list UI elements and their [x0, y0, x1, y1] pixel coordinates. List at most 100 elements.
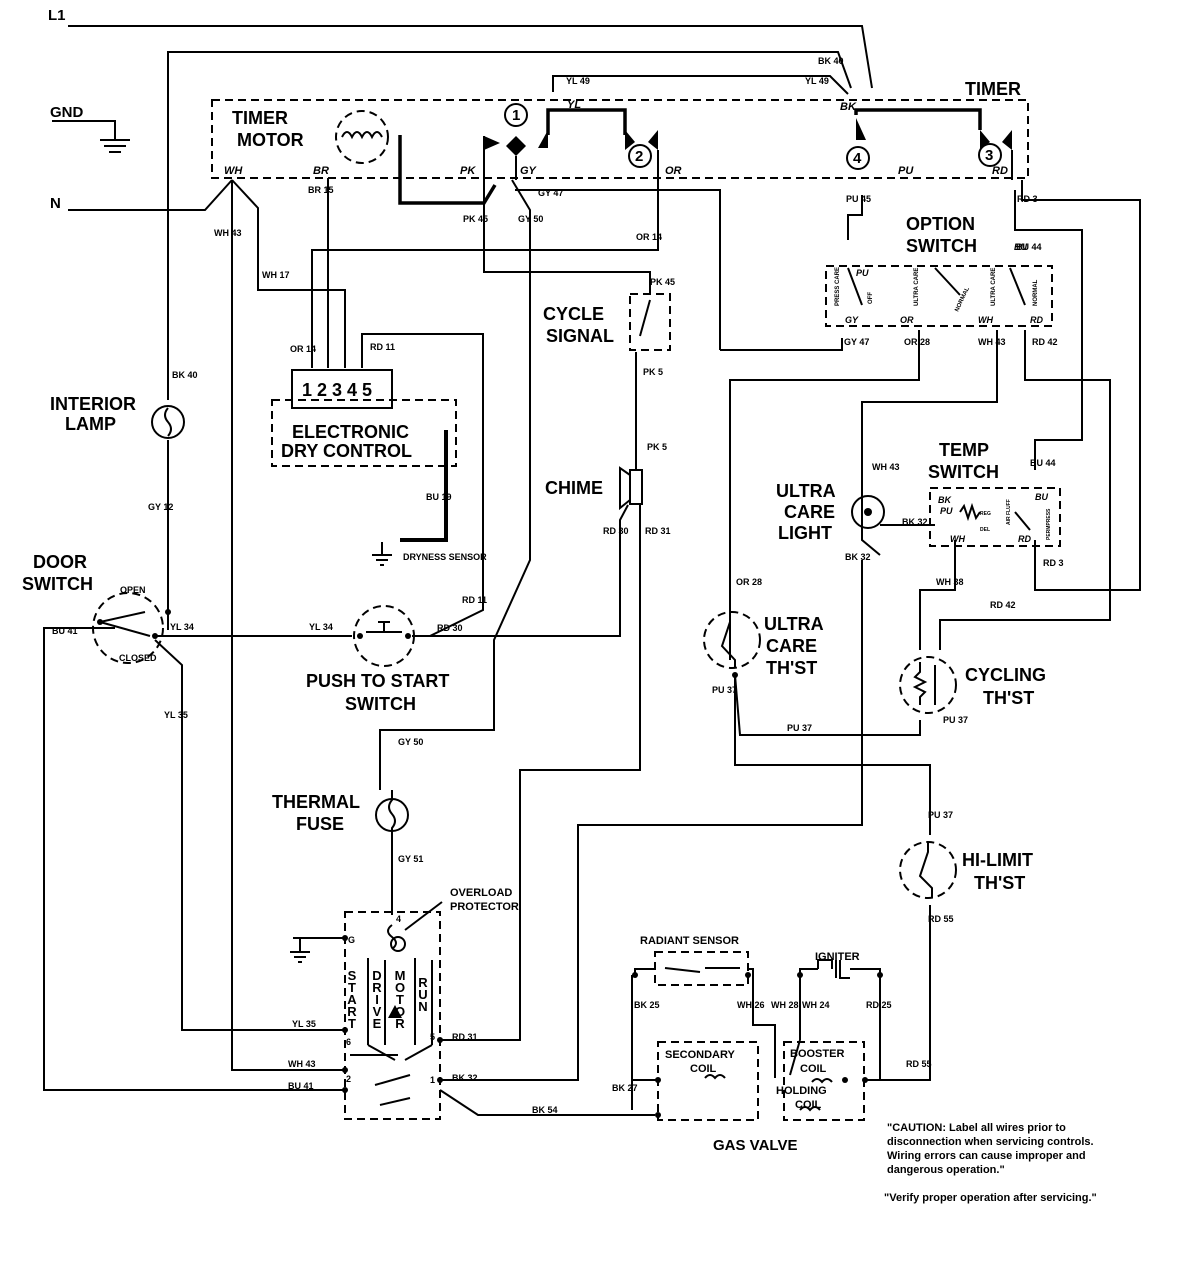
overload-protector-icon — [387, 924, 397, 950]
wire-label-wh17: WH 17 — [262, 270, 290, 280]
cycling-thst-label-2: TH'ST — [983, 688, 1034, 708]
timer-pk-label: PK — [460, 165, 476, 177]
option-gy-label: GY — [845, 315, 859, 325]
timer-motor-label-1: TIMER — [232, 108, 288, 128]
ultra-care-light-label-3: LIGHT — [778, 523, 832, 543]
timer-or-label: OR — [665, 165, 682, 177]
wire-label-rd3-a: RD 3 — [1017, 194, 1038, 204]
cycle-signal-box — [629, 293, 671, 351]
motor-terminal-5: 5 — [430, 1032, 435, 1042]
motor-windings — [367, 958, 433, 1061]
wire-label-bk27: BK 27 — [612, 1083, 638, 1093]
option-pu-label: PU — [856, 268, 869, 278]
wire-label-bk40-top: BK 40 — [818, 56, 844, 66]
edc-terminal-block — [291, 369, 393, 409]
wire-label-bk40-b: BK 40 — [172, 370, 198, 380]
overload-label-2: PROTECTOR — [450, 901, 519, 913]
booster-coil-label-2: COIL — [800, 1063, 827, 1075]
ultra-care-light-label-2: CARE — [784, 502, 835, 522]
wire-label-rd3-b: RD 3 — [1043, 558, 1064, 568]
drive-vertical-label: DRIVE — [370, 968, 385, 1028]
option-press-care-label: PRESS CARE — [835, 267, 841, 306]
option-normal-b-label: NORMAL — [1033, 279, 1039, 306]
motor-switch-contacts — [350, 1054, 411, 1106]
wire-label-bk32-c: BK 32 — [452, 1073, 478, 1083]
drive-motor-box — [344, 911, 441, 1120]
wire-label-rd30-a: RD 30 — [603, 526, 629, 536]
overload-protector-disc — [390, 936, 406, 952]
push-to-start-button — [366, 621, 402, 633]
wire-label-wh43-d: WH 43 — [288, 1059, 316, 1069]
door-switch-contact — [99, 611, 151, 637]
secondary-coil-label-2: COIL — [690, 1063, 717, 1075]
wire-label-gy50-b: GY 50 — [398, 737, 423, 747]
timer-label: TIMER — [965, 79, 1021, 99]
ultra-care-thst-circle — [703, 611, 761, 669]
temp-air-fluff-label: AIR FLUFF — [1006, 499, 1012, 525]
thermal-fuse-label-2: FUSE — [296, 814, 344, 834]
radiant-sensor-label: RADIANT SENSOR — [640, 935, 739, 947]
timer-motor-icon — [335, 110, 389, 164]
option-normal-a-label: NORMAL — [954, 286, 971, 313]
temp-switch-label-1: TEMP — [939, 440, 989, 460]
wire-label-rd30-b: RD 30 — [437, 623, 463, 633]
hi-limit-contact — [918, 842, 933, 898]
cycle-signal-label-1: CYCLE — [543, 304, 604, 324]
motor-switch-arrow — [388, 1005, 402, 1018]
timer-yl-label: YL — [567, 99, 581, 111]
option-or-label: OR — [900, 315, 914, 325]
cycling-thst-label-1: CYCLING — [965, 665, 1046, 685]
secondary-coil-label-1: SECONDARY — [665, 1049, 736, 1061]
ultra-care-thst-label-2: CARE — [766, 636, 817, 656]
radiant-sensor-box — [654, 951, 749, 986]
door-switch-circle — [92, 592, 164, 664]
motor-terminal-6: 6 — [346, 1037, 351, 1047]
timer-br-label: BR — [313, 165, 329, 177]
booster-coil-label-1: BOOSTER — [790, 1048, 844, 1060]
junction-dots — [97, 609, 883, 1118]
timer-contact-4-label: 4 — [853, 150, 862, 167]
motor-terminal-4: 4 — [396, 914, 401, 924]
wire-label-rd31-a: RD 31 — [645, 526, 671, 536]
wire-label-bk32-a: BK 32 — [902, 517, 928, 527]
option-ultra-care-b-label: ULTRA CARE — [991, 268, 997, 306]
wire-label-bu41-b: BU 41 — [288, 1081, 314, 1091]
wire-label-wh38: WH 38 — [936, 577, 964, 587]
wire-label-pu37-c: PU 37 — [943, 715, 968, 725]
wire-label-yl35-b: YL 35 — [292, 1019, 316, 1029]
timer-rd-label: RD — [992, 165, 1008, 177]
option-wh-label: WH — [978, 315, 993, 325]
wire-label-bk32-b: BK 32 — [845, 552, 871, 562]
ultra-care-light-label-1: ULTRA — [776, 481, 836, 501]
wires — [43, 25, 1141, 1116]
temp-switch-box — [929, 487, 1061, 547]
motor-vertical-labels: START DRIVE MOTOR RUN — [345, 968, 431, 1028]
lamp-filament-icon — [164, 407, 172, 437]
wire-label-bu19: BU 19 — [426, 492, 452, 502]
caution-line-2: disconnection when servicing controls. — [887, 1136, 1094, 1148]
gas-valve-coils — [704, 1074, 833, 1112]
option-ultra-care-a-label: ULTRA CARE — [914, 268, 920, 306]
igniter-label: IGNITER — [815, 951, 860, 963]
door-switch-label-1: DOOR — [33, 552, 87, 572]
wire-label-rd55-a: RD 55 — [928, 914, 954, 924]
wire-label-pk45-a: PK 45 — [463, 214, 488, 224]
edc-pins-label: 1 2 3 4 5 — [302, 380, 372, 400]
wire-label-yl34-b: YL 34 — [309, 622, 333, 632]
wire-label-gy51: GY 51 — [398, 854, 423, 864]
motor-ground-icon — [290, 937, 345, 963]
temp-bu-label: BU — [1035, 492, 1048, 502]
wire-label-rd31-b: RD 31 — [452, 1032, 478, 1042]
motor-terminal-g: G — [348, 935, 355, 945]
ultra-care-thst-contact — [720, 614, 736, 668]
wire-label-bu41-a: BU 41 — [52, 626, 78, 636]
wire-label-pu37-d: PU 37 — [928, 810, 953, 820]
n-label: N — [50, 195, 61, 212]
wire-label-gy47-b: GY 47 — [844, 337, 869, 347]
cycle-signal-label-2: SIGNAL — [546, 326, 614, 346]
verify-note: "Verify proper operation after servicing… — [884, 1192, 1097, 1204]
wire-label-or14-a: OR 14 — [636, 232, 662, 242]
wire-labels: BK 40 YL 49 YL 49 GY 47 WH 43 WH 17 BR 1… — [52, 56, 1064, 1115]
temp-reg-label: REG — [980, 511, 991, 517]
motor-terminal-1: 1 — [430, 1075, 435, 1085]
